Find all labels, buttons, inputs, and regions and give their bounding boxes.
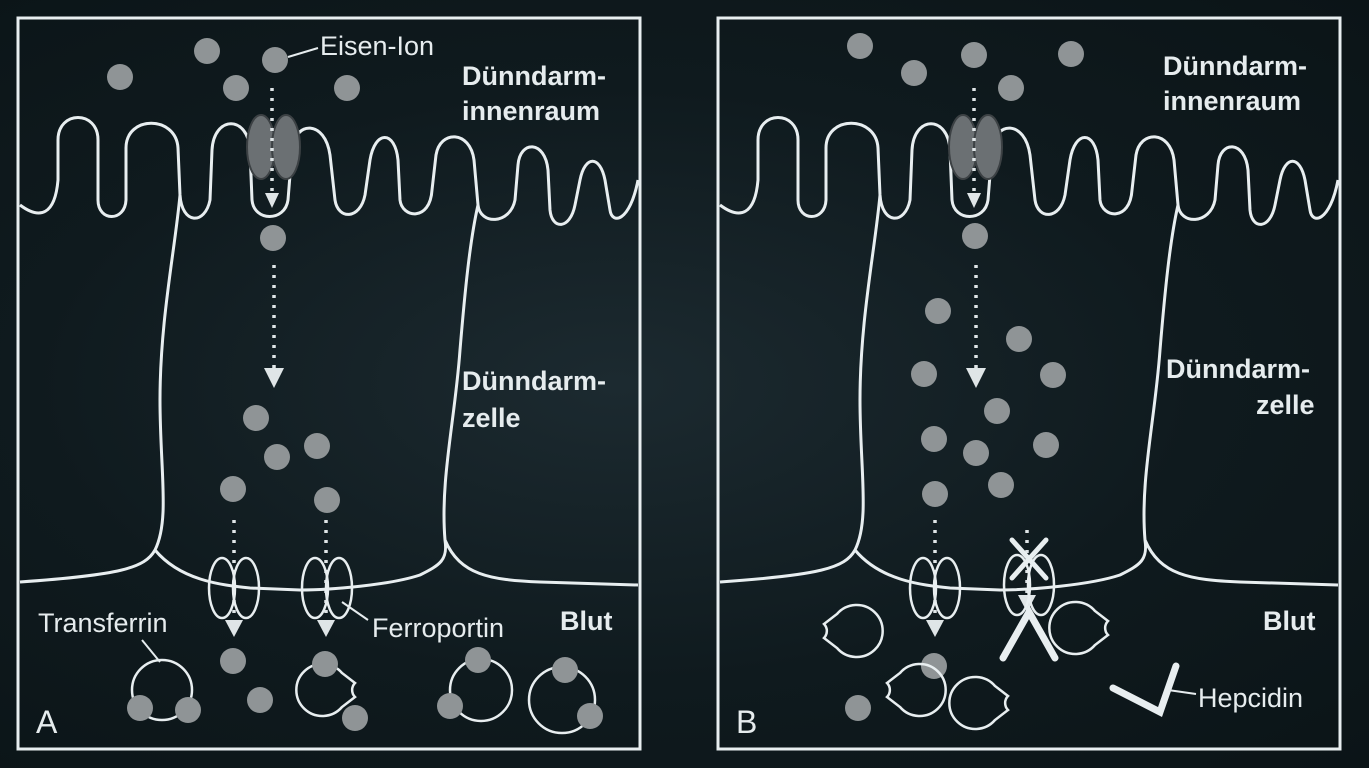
iron-ion <box>962 223 988 249</box>
ferroportin-leader <box>341 601 369 621</box>
panel-a-transferrin-1 <box>127 658 201 723</box>
panel-b-transferrin-empty-2 <box>948 675 1010 731</box>
panel-b-transferrin-2 <box>845 662 947 721</box>
iron-ion-leader <box>287 47 319 58</box>
iron-ion <box>921 426 947 452</box>
iron-ion <box>922 481 948 507</box>
panel-a-frame <box>16 16 642 751</box>
panel-a-transferrin-3 <box>437 647 514 723</box>
iron-ion <box>847 33 873 59</box>
iron-ion <box>1006 326 1032 352</box>
panel-b-transferrin-empty-3 <box>1048 600 1110 656</box>
panel-b-cell-ions <box>911 223 1066 507</box>
iron-ion <box>334 75 360 101</box>
ferroportin-label: Ferroportin <box>372 613 504 643</box>
panel-b-lumen-label-1: Dünndarm- <box>1163 51 1307 81</box>
hepcidin-bound-icon <box>999 604 1059 662</box>
iron-ion <box>911 361 937 387</box>
transferrin-label: Transferrin <box>38 608 168 638</box>
iron-ion <box>988 472 1014 498</box>
panel-a-lumen-ions <box>107 38 360 101</box>
panel-a: Eisen-Ion <box>16 16 642 751</box>
panel-b: Hepcidin Dünndarm- innenraum Dünndarm- z… <box>716 16 1342 751</box>
iron-ion <box>262 47 288 73</box>
panel-b-ferroportin-left <box>908 556 962 620</box>
panel-b-ferroportin-blocked <box>999 537 1059 662</box>
panel-a-apical-channel <box>246 114 301 180</box>
panel-b-lumen-ions <box>847 33 1084 101</box>
iron-ion <box>901 60 927 86</box>
iron-ion <box>314 487 340 513</box>
iron-ion <box>1058 41 1084 67</box>
transferrin-leader <box>141 639 161 663</box>
panel-a-cell-label-2: zelle <box>462 403 521 433</box>
panel-a-villi-membrane <box>19 116 640 226</box>
panel-a-letter: A <box>36 704 58 740</box>
iron-ion <box>921 653 947 679</box>
blocked-cross-icon <box>1009 537 1049 581</box>
panel-a-ferroportin-right <box>300 556 354 620</box>
panel-b-blood-label: Blut <box>1263 606 1315 636</box>
panel-a-lumen-label-2: innenraum <box>462 96 600 126</box>
panel-b-cell-label-1: Dünndarm- <box>1166 354 1310 384</box>
hepcidin-icon <box>1109 662 1180 717</box>
iron-ion <box>304 433 330 459</box>
iron-ion <box>925 298 951 324</box>
iron-ion <box>1033 432 1059 458</box>
iron-ion <box>963 440 989 466</box>
iron-ion <box>223 75 249 101</box>
panel-b-apical-channel <box>948 114 1003 180</box>
iron-ion <box>260 225 286 251</box>
iron-ion <box>961 42 987 68</box>
iron-ion <box>243 405 269 431</box>
iron-ion <box>264 444 290 470</box>
hepcidin-label: Hepcidin <box>1198 683 1303 713</box>
iron-ion <box>984 398 1010 424</box>
panel-a-transferrin-4 <box>527 657 603 735</box>
panel-a-cell-membrane <box>19 194 639 592</box>
panel-b-cell-membrane <box>719 194 1339 592</box>
panel-b-lumen-label-2: innenraum <box>1163 86 1301 116</box>
iron-ion-label: Eisen-Ion <box>320 31 434 61</box>
hepcidin-leader <box>1167 689 1197 695</box>
panel-a-blood-label: Blut <box>560 606 612 636</box>
iron-ion <box>998 75 1024 101</box>
panel-b-frame <box>716 16 1342 751</box>
panel-a-lumen-label-1: Dünndarm- <box>462 61 606 91</box>
panel-a-transferrin-2 <box>295 651 368 731</box>
iron-ion <box>107 64 133 90</box>
iron-ion <box>247 687 273 713</box>
iron-ion <box>220 476 246 502</box>
iron-ion <box>220 648 246 674</box>
panel-b-villi-membrane <box>719 116 1340 226</box>
panel-b-cell-label-2: zelle <box>1256 390 1315 420</box>
iron-ion <box>194 38 220 64</box>
panel-a-cell-ions <box>220 225 340 513</box>
panel-a-cell-label-1: Dünndarm- <box>462 366 606 396</box>
panel-b-transferrin-empty-1 <box>822 603 884 659</box>
iron-ion <box>1040 362 1066 388</box>
panel-a-ferroportin-left <box>207 556 261 620</box>
panel-b-letter: B <box>736 704 757 740</box>
